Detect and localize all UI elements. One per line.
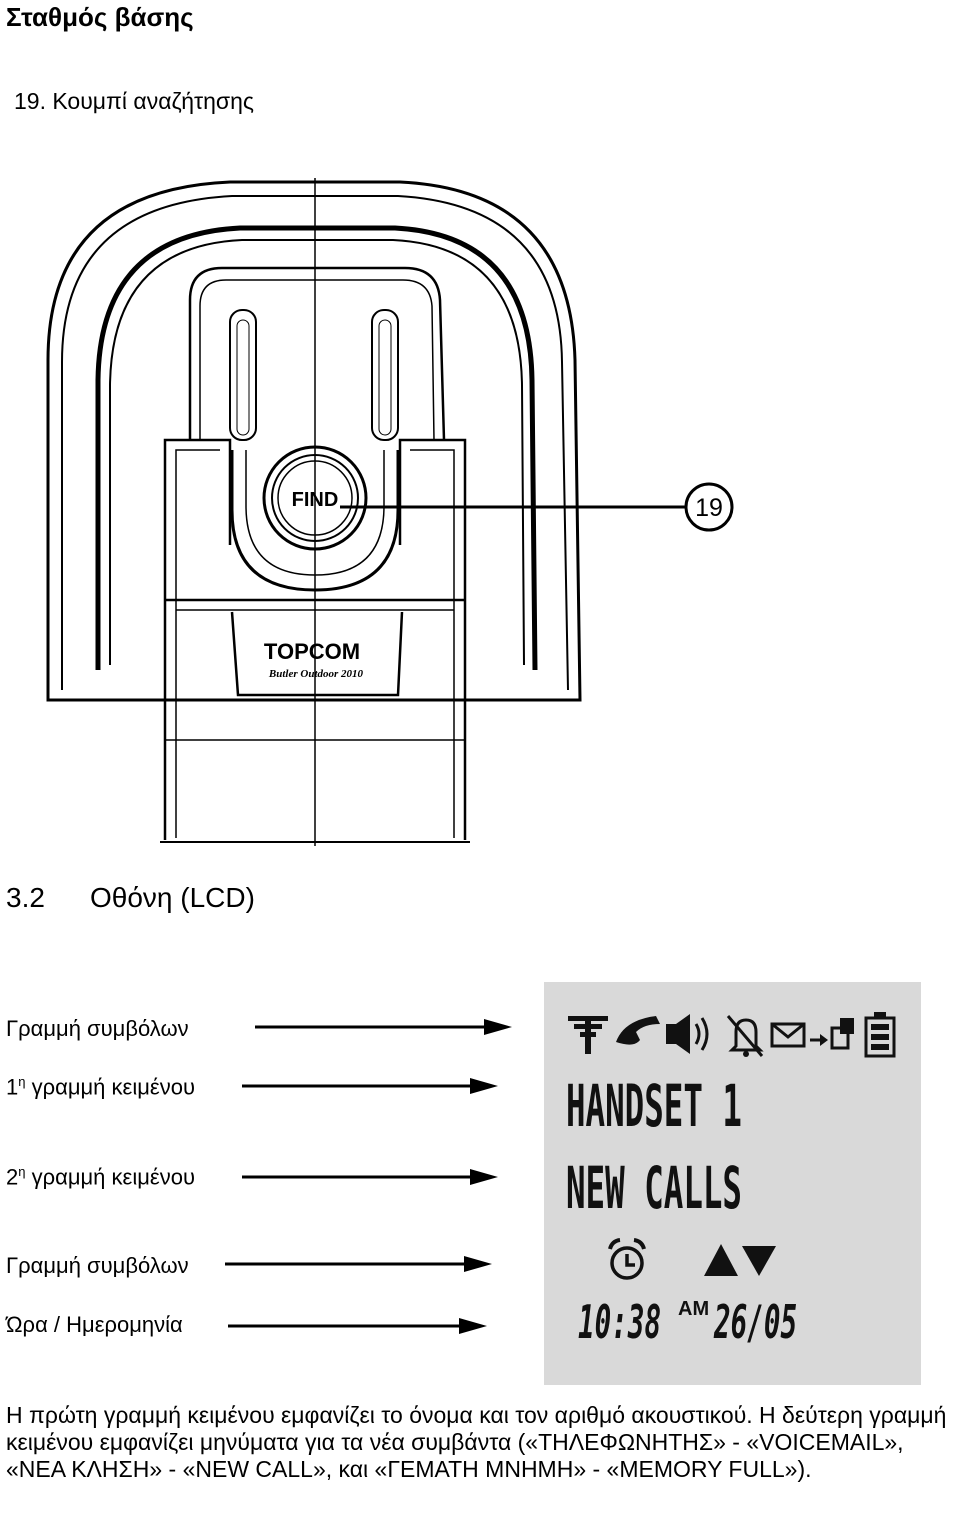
model-text: Butler Outdoor 2010 xyxy=(268,668,364,680)
label-time-date: Ώρα / Ημερομηνία xyxy=(6,1312,183,1337)
section-title: Οθόνη (LCD) xyxy=(90,882,255,913)
envelope-icon xyxy=(770,1022,806,1048)
label-text-line-2: 2η γραμμή κειμένου xyxy=(6,1164,195,1190)
arrow-up-icon xyxy=(704,1244,738,1276)
callout-number: 19 xyxy=(695,494,723,522)
transfer-icon xyxy=(810,1018,854,1050)
label-text-line-1: 1η γραμμή κειμένου xyxy=(6,1074,195,1100)
callout-circle xyxy=(684,482,734,532)
antenna-icon xyxy=(568,1016,608,1054)
label-symbol-line-bottom: Γραμμή συμβόλων xyxy=(6,1253,189,1278)
label-symbol-line-top: Γραμμή συμβόλων xyxy=(6,1016,189,1041)
find-button-label: FIND xyxy=(292,489,339,511)
lcd-date: 26/05 xyxy=(714,1295,798,1349)
outer-cover xyxy=(46,180,582,702)
figure-caption: 19. Κουμπί αναζήτησης xyxy=(14,88,254,114)
handset-icon xyxy=(616,1016,660,1045)
brand-logo: TOPCOM xyxy=(264,639,360,664)
section-heading: Σταθμός βάσης xyxy=(6,2,194,32)
alarm-clock-icon xyxy=(608,1238,646,1280)
lcd-text-line-1: HANDSET 1 xyxy=(566,1072,742,1140)
lcd-screen: HANDSET 1 NEW CALLS 10:38 AM 26/05 xyxy=(544,982,921,1385)
ringer-off-icon xyxy=(726,1015,764,1057)
base-station-illustration: FIND TOPCOM Butler Outdoor 2010 19 xyxy=(46,178,734,846)
battery-icon xyxy=(864,1012,896,1058)
lcd-ampm: AM xyxy=(678,1298,710,1320)
section-number: 3.2 xyxy=(6,882,45,913)
lcd-icons xyxy=(568,1012,896,1280)
description-paragraph: Η πρώτη γραμμή κειμένου εμφανίζει το όνο… xyxy=(6,1402,947,1482)
speaker-icon xyxy=(666,1014,709,1054)
arrow-down-icon xyxy=(742,1246,776,1276)
lcd-time: 10:38 xyxy=(578,1295,662,1349)
lcd-text-line-2: NEW CALLS xyxy=(566,1154,742,1222)
